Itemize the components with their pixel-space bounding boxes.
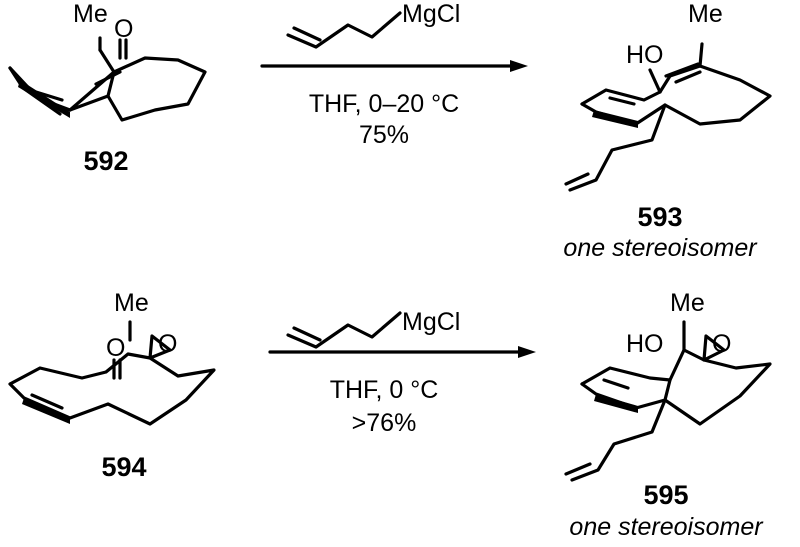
structure-592: Me O bbox=[8, 0, 207, 122]
stereo-note-593: one stereoisomer bbox=[563, 234, 758, 262]
carbonyl-oxygen-label-594: O bbox=[106, 334, 125, 362]
structure-595: Me HO O bbox=[564, 289, 772, 482]
structure-594: Me O O bbox=[8, 289, 216, 426]
reagent-allyl-grignard-1: MgCl bbox=[286, 0, 460, 49]
compound-number-594: 594 bbox=[101, 452, 146, 482]
reaction-arrow-1 bbox=[260, 60, 528, 72]
reagent-allyl-grignard-2: MgCl bbox=[286, 308, 460, 349]
methyl-label: Me bbox=[73, 0, 108, 28]
reagent-label-1: MgCl bbox=[402, 0, 460, 28]
carbonyl-oxygen-label: O bbox=[114, 15, 133, 43]
reaction-arrow-2 bbox=[268, 346, 536, 358]
yield-1: 75% bbox=[359, 121, 409, 149]
compound-number-595: 595 bbox=[643, 480, 688, 510]
product-methyl-label-595: Me bbox=[670, 289, 705, 317]
conditions-1: THF, 0–20 °C bbox=[309, 90, 459, 118]
conditions-2: THF, 0 °C bbox=[330, 376, 439, 404]
epoxide-oxygen-label-595: O bbox=[712, 330, 731, 358]
stereo-note-595: one stereoisomer bbox=[569, 513, 764, 541]
epoxide-oxygen-label-594: O bbox=[158, 330, 177, 358]
product-methyl-label: Me bbox=[688, 0, 723, 28]
reagent-label-2: MgCl bbox=[402, 308, 460, 336]
compound-number-593: 593 bbox=[637, 202, 682, 232]
hydroxyl-label-595: HO bbox=[626, 330, 664, 358]
yield-2: >76% bbox=[352, 409, 417, 437]
hydroxyl-label: HO bbox=[626, 41, 664, 69]
compound-number-592: 592 bbox=[83, 146, 128, 176]
structure-593: Me HO bbox=[564, 0, 772, 192]
methyl-label-594: Me bbox=[114, 289, 149, 317]
